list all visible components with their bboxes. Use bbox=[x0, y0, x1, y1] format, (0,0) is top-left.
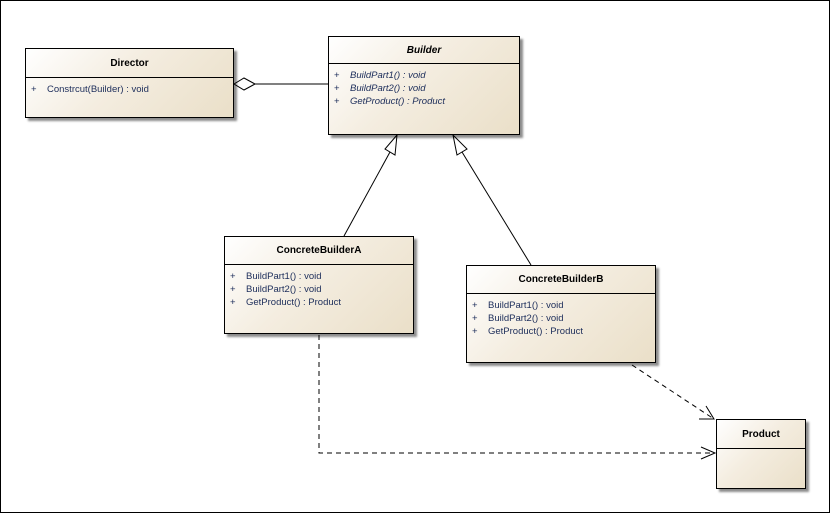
class-name: ConcreteBuilderA bbox=[225, 237, 413, 265]
visibility-marker: + bbox=[31, 84, 37, 95]
generalization-concretebuildera-builder bbox=[343, 133, 398, 237]
operation-signature: GetProduct() : Product bbox=[246, 297, 342, 308]
operation-signature: BuildPart1() : void bbox=[350, 70, 426, 81]
class-concretebuilderb[interactable]: ConcreteBuilderB + BuildPart1() : void +… bbox=[466, 265, 656, 363]
class-product[interactable]: Product bbox=[716, 419, 806, 489]
visibility-marker: + bbox=[472, 326, 478, 337]
operation-item: + Constrcut(Builder) : void bbox=[26, 83, 233, 96]
operation-signature: GetProduct() : Product bbox=[350, 96, 446, 107]
generalization-arrowhead-icon bbox=[384, 133, 398, 156]
operation-item: + BuildPart1() : void bbox=[329, 69, 519, 82]
operation-signature: BuildPart2() : void bbox=[488, 313, 564, 324]
aggregation-director-builder bbox=[233, 77, 328, 91]
generalization-concretebuilderb-builder bbox=[452, 133, 532, 266]
class-builder[interactable]: Builder + BuildPart1() : void + BuildPar… bbox=[328, 36, 520, 135]
operation-item: + BuildPart2() : void bbox=[329, 82, 519, 95]
dependency-concretebuilderb-product bbox=[631, 364, 715, 420]
operation-item: + BuildPart2() : void bbox=[225, 283, 413, 296]
visibility-marker: + bbox=[334, 96, 340, 107]
aggregation-diamond-icon bbox=[233, 77, 257, 91]
class-name: ConcreteBuilderB bbox=[467, 266, 655, 294]
class-director[interactable]: Director + Constrcut(Builder) : void bbox=[25, 48, 234, 118]
visibility-marker: + bbox=[230, 271, 236, 282]
operation-signature: BuildPart1() : void bbox=[488, 300, 564, 311]
visibility-marker: + bbox=[230, 297, 236, 308]
dependency-arrowhead-icon bbox=[699, 405, 715, 420]
operation-signature: Constrcut(Builder) : void bbox=[47, 84, 149, 95]
class-name: Product bbox=[717, 420, 805, 449]
visibility-marker: + bbox=[472, 300, 478, 311]
operation-item: + GetProduct() : Product bbox=[329, 95, 519, 108]
operation-item: + BuildPart1() : void bbox=[225, 270, 413, 283]
operation-item: + BuildPart2() : void bbox=[467, 312, 655, 325]
generalization-arrowhead-icon bbox=[452, 133, 468, 156]
visibility-marker: + bbox=[472, 313, 478, 324]
operation-list: + BuildPart1() : void + BuildPart2() : v… bbox=[467, 294, 655, 338]
visibility-marker: + bbox=[230, 284, 236, 295]
operation-item: + GetProduct() : Product bbox=[225, 296, 413, 309]
class-name: Director bbox=[26, 49, 233, 78]
visibility-marker: + bbox=[334, 83, 340, 94]
operation-signature: BuildPart2() : void bbox=[246, 284, 322, 295]
operation-signature: BuildPart1() : void bbox=[246, 271, 322, 282]
operation-item: + BuildPart1() : void bbox=[467, 299, 655, 312]
class-concretebuildera[interactable]: ConcreteBuilderA + BuildPart1() : void +… bbox=[224, 236, 414, 334]
operation-list: + BuildPart1() : void + BuildPart2() : v… bbox=[329, 64, 519, 108]
operation-list: + BuildPart1() : void + BuildPart2() : v… bbox=[225, 265, 413, 309]
dependency-concretebuildera-product bbox=[318, 335, 717, 460]
operation-signature: GetProduct() : Product bbox=[488, 326, 584, 337]
operation-list: + Constrcut(Builder) : void bbox=[26, 78, 233, 96]
visibility-marker: + bbox=[334, 70, 340, 81]
operation-item: + GetProduct() : Product bbox=[467, 325, 655, 338]
operation-signature: BuildPart2() : void bbox=[350, 83, 426, 94]
class-name: Builder bbox=[329, 37, 519, 64]
dependency-arrowhead-icon bbox=[700, 446, 717, 460]
